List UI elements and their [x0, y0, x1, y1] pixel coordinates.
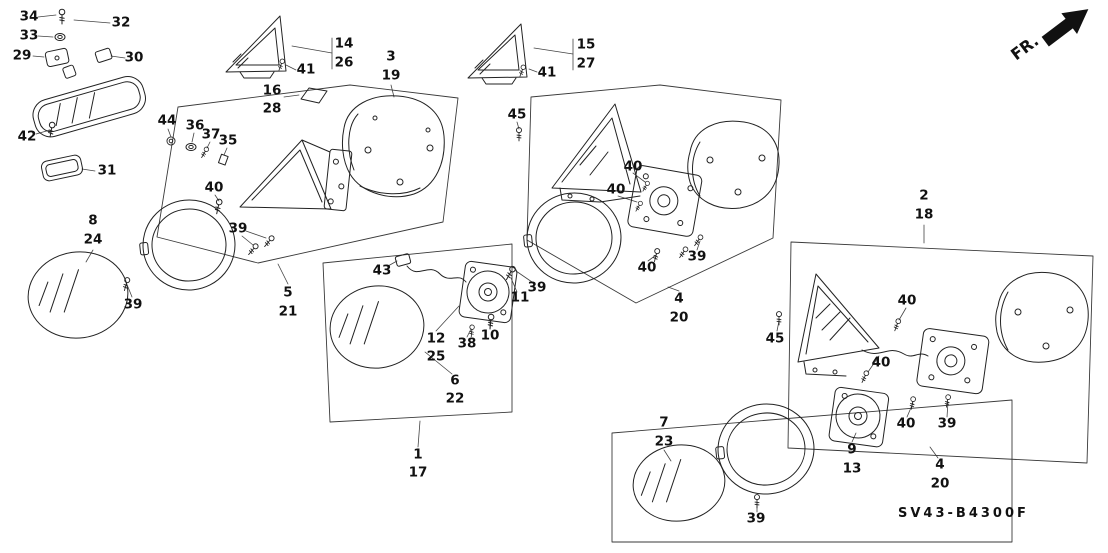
part-number-label: 2	[919, 187, 929, 204]
part-number-label: 40	[623, 158, 643, 175]
part-number-label: 6	[450, 372, 460, 389]
part-number-label: 39	[123, 296, 143, 313]
part-number-label: 18	[914, 206, 934, 223]
part-number-label: 8	[88, 212, 98, 229]
fr-direction-marker: FR.	[1007, 9, 1089, 64]
part-number-label: 40	[897, 292, 917, 309]
part-number-label: 25	[426, 348, 446, 365]
leader-lines	[32, 14, 949, 513]
part-number-label: 3	[386, 48, 396, 65]
mirror-glass-6	[329, 285, 425, 369]
part-number-label: 23	[654, 433, 674, 450]
mirror-housing-left	[341, 95, 445, 198]
glass-frame-left	[139, 199, 236, 291]
part-number-label: 4	[674, 290, 684, 307]
part-number-label: 39	[746, 510, 766, 527]
bottom-right-group	[632, 386, 890, 522]
part-number-label: 13	[842, 460, 862, 477]
part-number-label: 9	[847, 441, 857, 458]
part-number-label: 7	[659, 414, 669, 431]
part-number-label: 20	[669, 309, 689, 326]
part-number-label: 39	[228, 220, 248, 237]
part-number-label: 12	[426, 330, 446, 347]
part-number-label: 14	[334, 35, 354, 52]
part-number-label: 4	[935, 456, 945, 473]
fr-arrow-icon	[1041, 9, 1089, 47]
part-number-label: 10	[480, 327, 500, 344]
part-number-label: 41	[537, 64, 557, 81]
part-number-label: 42	[17, 128, 37, 145]
part-number-label: 24	[83, 231, 103, 248]
fr-label: FR.	[1007, 31, 1042, 64]
part-number-label: 36	[185, 117, 205, 134]
part-number-label: 44	[157, 112, 177, 129]
interior-mirror-group	[32, 8, 146, 182]
part-number-label: 28	[262, 100, 282, 117]
part-number-label: 40	[204, 179, 224, 196]
part-number-label: 38	[457, 335, 477, 352]
part-number-label: 20	[930, 475, 950, 492]
part-number-label: 17	[408, 464, 428, 481]
part-number-label: 34	[19, 8, 39, 25]
actuator-assembly-12	[394, 253, 518, 338]
part-number-label: 32	[111, 14, 131, 31]
part-number-label: 30	[124, 49, 144, 66]
corner-garnish-right	[467, 23, 528, 85]
right-mirror-group	[776, 272, 1089, 411]
part-number-label: 43	[372, 262, 392, 279]
sail-bracket-assembly	[166, 136, 353, 257]
part-number-label: 1	[413, 446, 423, 463]
part-number-label: 33	[19, 27, 39, 44]
part-number-label: 39	[527, 279, 547, 296]
part-number-label: 21	[278, 303, 298, 320]
corner-garnish-left	[225, 15, 328, 104]
part-number-label: 45	[507, 106, 527, 123]
part-number-label: 19	[381, 67, 401, 84]
part-number-label: 40	[871, 354, 891, 371]
part-number-label: 39	[687, 248, 707, 265]
part-number-label: 40	[896, 415, 916, 432]
part-number-label: 37	[201, 126, 221, 143]
part-number-label: 39	[937, 415, 957, 432]
part-code: SV43-B4300F	[898, 506, 1029, 521]
mirror-glass-8	[27, 251, 129, 339]
part-number-label: 11	[510, 289, 530, 306]
part-number-label: 22	[445, 390, 465, 407]
part-number-label: 35	[218, 132, 238, 149]
part-number-label: 27	[576, 55, 596, 72]
part-number-label: 45	[765, 330, 785, 347]
part-number-label: 15	[576, 36, 596, 53]
part-number-label: 16	[262, 82, 282, 99]
part-number-label: 40	[637, 259, 657, 276]
part-number-label: 41	[296, 61, 316, 78]
part-number-label: 40	[606, 181, 626, 198]
part-number-label: 31	[97, 162, 117, 179]
part-number-label: 26	[334, 54, 354, 71]
part-number-label: 29	[12, 47, 32, 64]
middle-mirror-group	[516, 103, 780, 284]
part-number-label: 5	[283, 284, 293, 301]
